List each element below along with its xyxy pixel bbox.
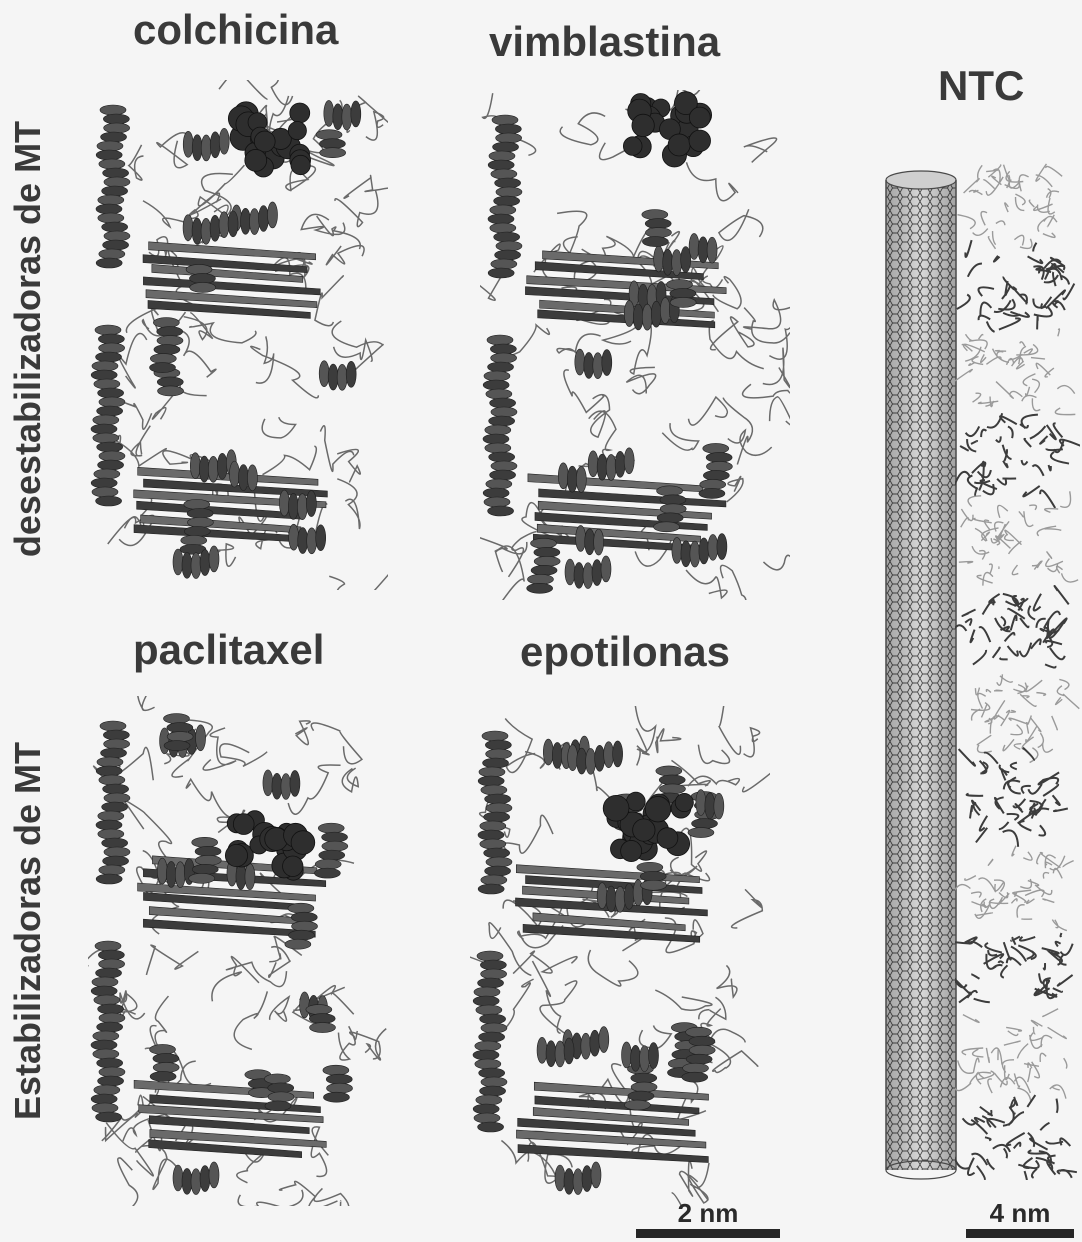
protein-colchicina — [88, 80, 388, 590]
protein-vimblastina — [480, 90, 790, 600]
title-paclitaxel: paclitaxel — [133, 626, 324, 674]
scalebar-4nm-label: 4 nm — [966, 1198, 1074, 1229]
row-label-stabilizing: Estabilizadoras de MT — [7, 731, 49, 1131]
title-vimblastina: vimblastina — [489, 18, 720, 66]
scalebar-4nm-bar — [966, 1229, 1074, 1238]
carbon-nanotube — [880, 170, 962, 1180]
protein-epotilonas — [470, 706, 770, 1206]
row-label-destabilizing: desestabilizadoras de MT — [7, 109, 49, 569]
protein-paclitaxel — [88, 696, 388, 1206]
title-epotilonas: epotilonas — [520, 628, 730, 676]
tubulin-stack — [955, 160, 1080, 1180]
scalebar-4nm: 4 nm — [966, 1198, 1074, 1238]
scalebar-2nm-label: 2 nm — [636, 1198, 780, 1229]
scalebar-2nm: 2 nm — [636, 1198, 780, 1238]
title-colchicina: colchicina — [133, 6, 338, 54]
scalebar-2nm-bar — [636, 1229, 780, 1238]
title-ntc: NTC — [938, 62, 1024, 110]
